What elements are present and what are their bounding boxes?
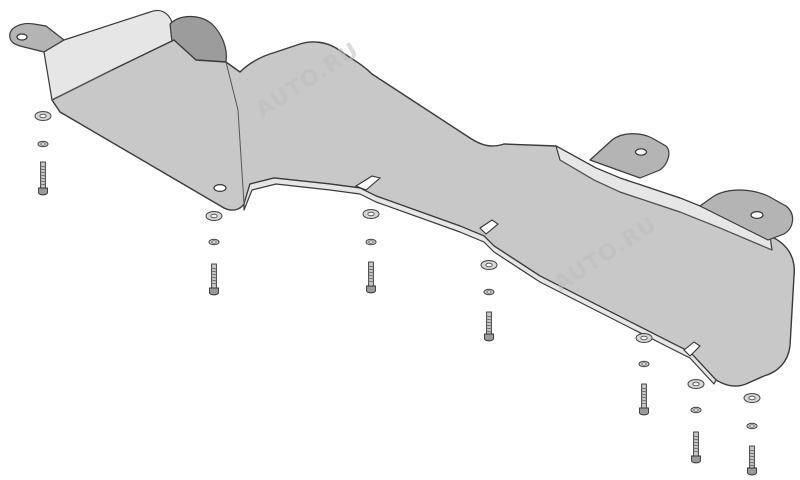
bolt-thread <box>749 449 755 452</box>
bolt-thread <box>211 273 217 276</box>
bolt-thread <box>40 168 46 171</box>
bolt-thread <box>641 390 647 393</box>
bolt-thread <box>693 441 699 444</box>
bolt-thread <box>749 458 755 461</box>
bolt-thread <box>641 396 647 399</box>
flat-washer-hole <box>748 395 756 401</box>
bolt-head <box>691 455 701 464</box>
fastener-set-6 <box>687 379 705 464</box>
bolt-thread <box>368 280 374 283</box>
fold-line-left <box>225 61 245 205</box>
bolt-thread <box>368 271 374 274</box>
bolt-thread <box>40 174 46 177</box>
bolt-thread <box>40 177 46 180</box>
bolt-head <box>366 285 376 294</box>
bolt-thread <box>641 402 647 405</box>
mount-hole-left-lower <box>213 184 227 193</box>
bolt-shank <box>486 311 492 337</box>
mount-hole-left <box>16 33 28 41</box>
flat-washer-hole <box>39 113 47 119</box>
bolt-thread <box>486 315 492 318</box>
bolt-thread <box>693 450 699 453</box>
bolt-thread <box>40 183 46 186</box>
fastener-set-7 <box>743 393 761 476</box>
flat-washer-hole <box>692 381 700 387</box>
bolt-thread <box>40 165 46 168</box>
fastener-set-4 <box>480 260 498 342</box>
fastener-sets <box>34 111 761 476</box>
bolt-thread <box>749 455 755 458</box>
fold-line-left-2 <box>51 69 113 101</box>
lock-washer-hole <box>40 142 46 146</box>
fastener-set-2 <box>205 211 223 296</box>
bolt-head <box>747 467 757 476</box>
fastener-set-1 <box>34 111 52 196</box>
edge-notch-3 <box>683 341 701 357</box>
bolt-thread <box>211 276 217 279</box>
bolt-head <box>38 187 48 196</box>
bolt-thread <box>749 464 755 467</box>
bolt-thread <box>486 321 492 324</box>
lock-washer-hole <box>211 240 217 244</box>
flat-washer-hole <box>210 213 218 219</box>
fold-line-right <box>559 159 773 251</box>
right-mount-tab-2 <box>699 189 794 241</box>
bolt-thread <box>211 282 217 285</box>
bolt-thread <box>641 393 647 396</box>
plate-front-lip <box>243 177 717 385</box>
bolt-thread <box>486 330 492 333</box>
bolt-thread <box>211 279 217 282</box>
bolt-thread <box>368 268 374 271</box>
edge-notch-2 <box>479 219 499 235</box>
bolt-thread <box>368 274 374 277</box>
lock-washer-hole <box>486 290 492 294</box>
bolt-thread <box>641 387 647 390</box>
bolt-thread <box>693 444 699 447</box>
bolt-thread <box>40 180 46 183</box>
bolt-thread <box>211 267 217 270</box>
bolt-head <box>209 287 219 296</box>
bolt-thread <box>693 435 699 438</box>
mount-hole-right-1 <box>634 148 648 156</box>
edge-notch-1 <box>354 175 382 191</box>
bolt-thread <box>749 461 755 464</box>
bolt-thread <box>40 171 46 174</box>
bolt-thread <box>486 324 492 327</box>
skid-plate: AUTO.RU AUTO.RU <box>9 9 795 387</box>
bolt-thread <box>693 447 699 450</box>
lock-washer-hole <box>749 424 755 428</box>
lock-washer-hole <box>641 362 647 366</box>
bolt-head <box>484 333 494 342</box>
bolt-head <box>639 407 649 416</box>
bolt-thread <box>749 452 755 455</box>
flat-washer-hole <box>485 262 493 268</box>
bolt-thread <box>211 270 217 273</box>
bolt-thread <box>693 438 699 441</box>
bolt-thread <box>641 399 647 402</box>
flat-washer-hole <box>367 211 375 217</box>
lock-washer-hole <box>368 240 374 244</box>
lock-washer-hole <box>693 408 699 412</box>
right-mount-tab-1 <box>589 133 670 179</box>
bolt-shank <box>749 445 755 471</box>
flat-washer-hole <box>640 335 648 341</box>
bolt-thread <box>368 265 374 268</box>
mount-hole-right-2 <box>750 211 764 220</box>
bolt-thread <box>486 327 492 330</box>
bolt-thread <box>368 277 374 280</box>
fastener-set-5 <box>635 333 653 416</box>
bolt-thread <box>486 318 492 321</box>
fastener-set-3 <box>362 209 380 294</box>
